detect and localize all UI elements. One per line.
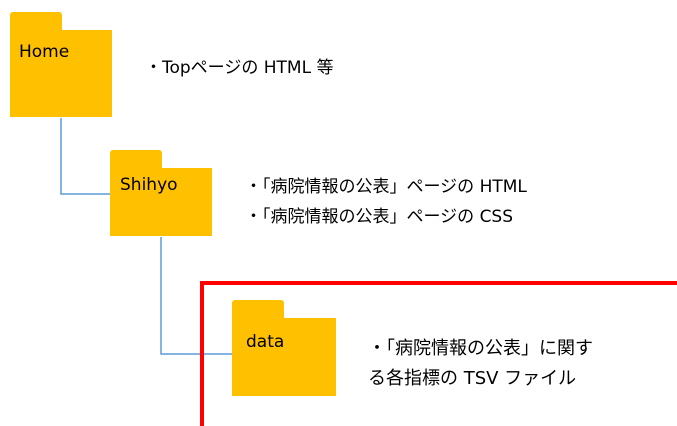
- folder-shihyo-label: Shihyo: [120, 175, 178, 195]
- note-home: ・Topページの HTML 等: [145, 53, 333, 83]
- folder-home-label: Home: [19, 42, 70, 62]
- connector-home-to-shihyo: [60, 118, 112, 195]
- note-data-line: る各指標の TSV ファイル: [368, 368, 577, 389]
- connector-shihyo-to-data: [160, 237, 232, 355]
- folder-body: [10, 30, 112, 117]
- folder-data-label: data: [246, 332, 285, 352]
- folder-shihyo[interactable]: Shihyo: [110, 150, 212, 236]
- folder-tab: [232, 300, 284, 320]
- note-shihyo-line: ・「病院情報の公表」ページの HTML: [245, 177, 527, 197]
- highlight-frame: [200, 281, 677, 426]
- folder-body: [232, 318, 336, 396]
- note-home-line: ・Topページの HTML 等: [145, 58, 334, 78]
- folder-body: [110, 168, 212, 236]
- note-data-line: ・「病院情報の公表」に関す: [368, 338, 593, 359]
- folder-tab: [10, 12, 62, 32]
- note-shihyo-line: ・「病院情報の公表」ページの CSS: [245, 207, 514, 227]
- folder-tab: [110, 150, 162, 170]
- folder-data[interactable]: data: [232, 300, 336, 396]
- note-shihyo: ・「病院情報の公表」ページの HTML ・「病院情報の公表」ページの CSS: [245, 172, 527, 232]
- note-data: ・「病院情報の公表」に関す る各指標の TSV ファイル: [368, 334, 593, 394]
- folder-home[interactable]: Home: [10, 12, 112, 117]
